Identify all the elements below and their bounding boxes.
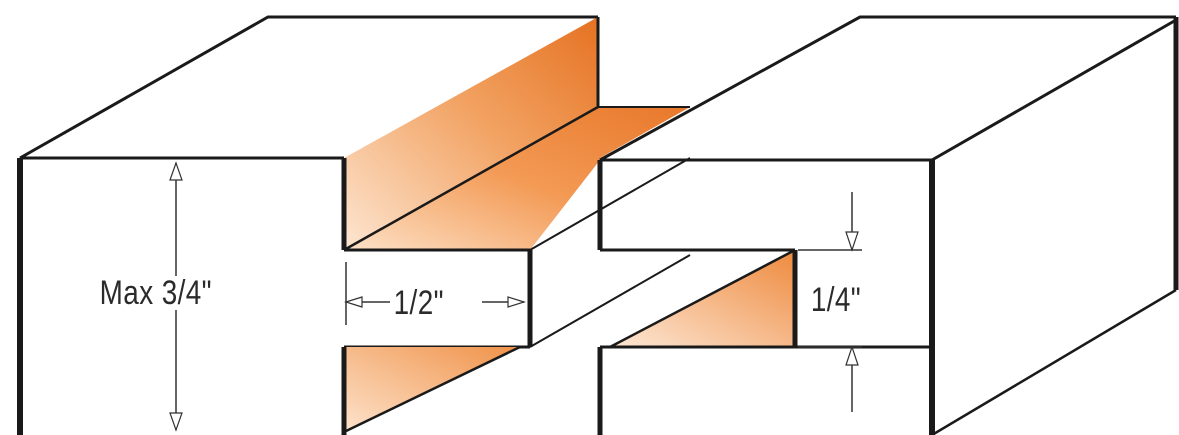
groove-back-wall — [344, 17, 598, 250]
tongue-thickness-dimension — [798, 192, 862, 412]
left-board — [17, 15, 691, 435]
max-thickness-label: Max 3/4" — [98, 274, 214, 312]
tongue-thickness-label: 1/4" — [810, 281, 862, 319]
slot-width-dimension — [343, 262, 527, 325]
slot-width-label: 1/2" — [392, 284, 446, 322]
groove-floor — [344, 107, 690, 250]
right-board-top-edge — [599, 15, 1176, 162]
left-board-top-edge — [19, 15, 598, 160]
right-board — [597, 15, 1179, 435]
